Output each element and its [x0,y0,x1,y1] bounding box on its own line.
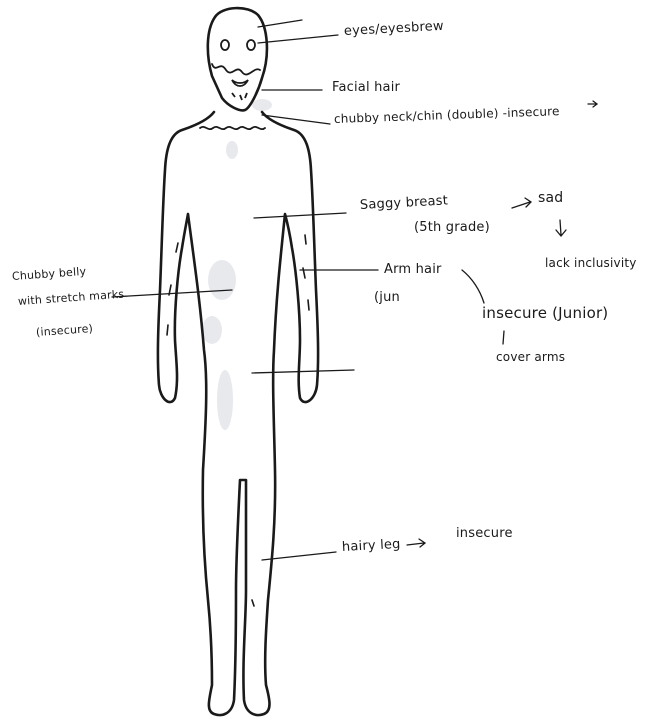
label-jun: (jun [374,290,400,305]
beard-line [212,64,260,75]
leader-lines [112,20,597,560]
arrow-down-lack [556,220,566,236]
label-breast-grade: (5th grade) [414,220,490,235]
leader-eyes-top [258,20,302,27]
leader-eyes [258,35,338,43]
label-facial-hair: Facial hair [332,80,400,95]
label-lack-inclusivity: lack inclusivity [545,256,637,270]
label-sad: sad [538,190,563,206]
body-outline [158,8,318,715]
paper-smudges [202,99,272,430]
right-eye [247,40,255,50]
label-hairy-leg: hairy leg [342,537,401,555]
tick-cover-arms [503,331,504,344]
label-leg-insecure: insecure [456,526,513,541]
torso-and-arms-outline [158,112,318,715]
arrow-neck [588,101,597,107]
left-eye [221,40,229,50]
curve-arm-to-insecure [462,270,484,303]
neck-fold [200,127,265,129]
arrow-leg [407,539,425,547]
label-insecure-junior: insecure (Junior) [482,304,608,322]
label-arm-hair: Arm hair [384,262,442,277]
arrow-to-sad [512,198,531,208]
head-outline [208,8,267,110]
leader-breast [254,213,346,218]
chin-hair [232,93,247,100]
mouth [232,80,248,86]
leader-hip [252,370,354,373]
label-cover-arms: cover arms [496,350,565,364]
